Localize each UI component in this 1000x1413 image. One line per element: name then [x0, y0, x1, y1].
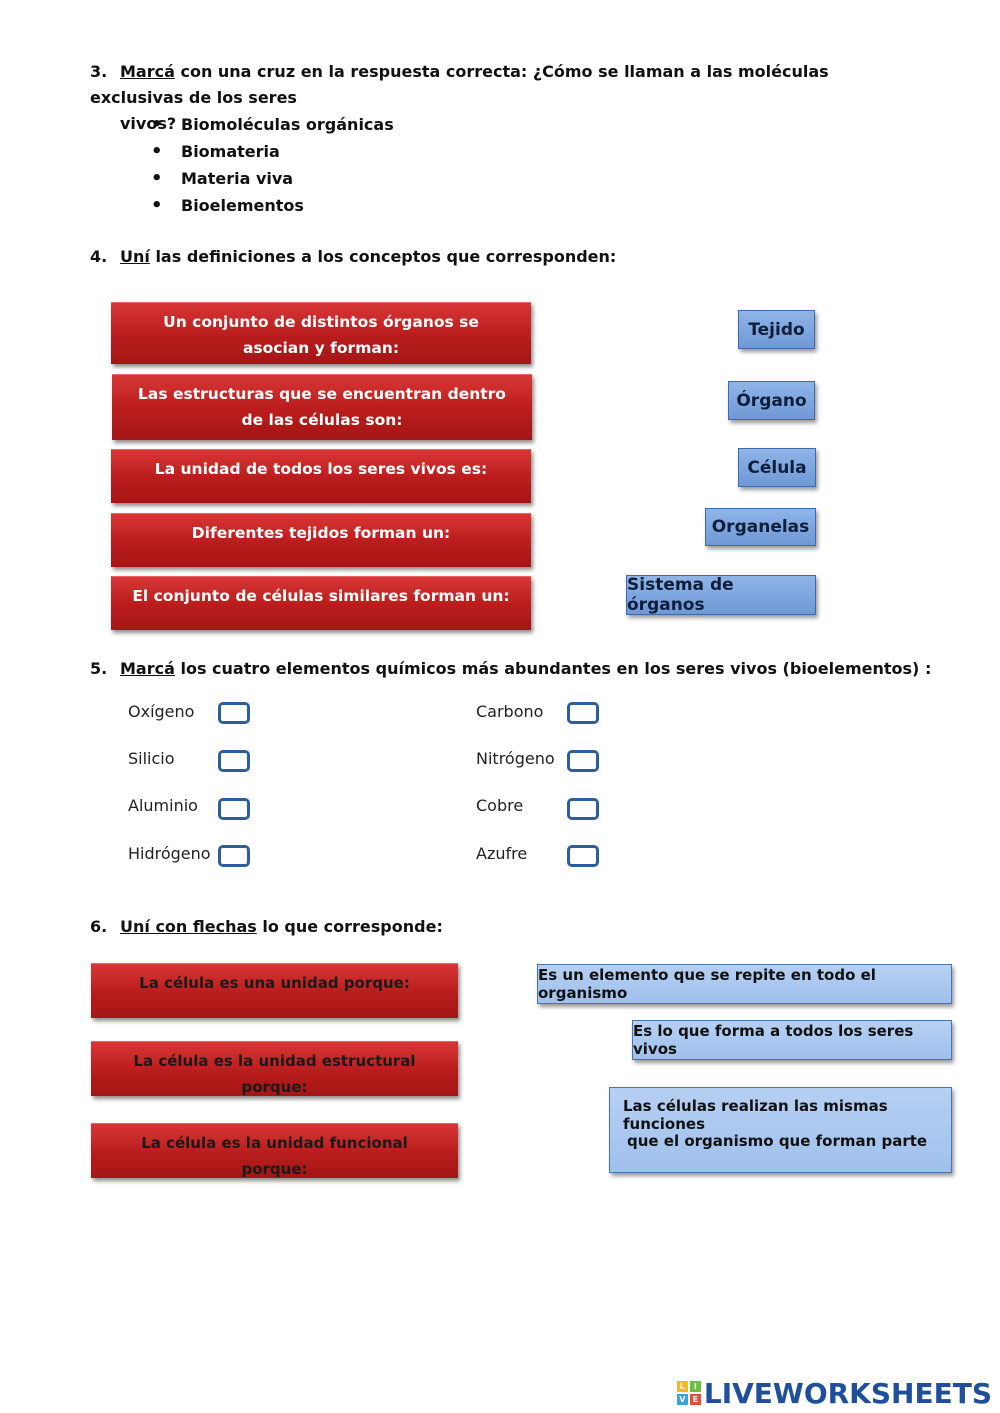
- question-verb: Uní: [120, 247, 150, 266]
- q5-checkbox-carbono[interactable]: [567, 702, 599, 724]
- q6-statement-2[interactable]: La célula es la unidad estructural porqu…: [91, 1041, 458, 1096]
- q3-option[interactable]: Materia viva: [151, 165, 394, 192]
- q5-label-silicio: Silicio: [128, 749, 175, 768]
- q6-answer-1[interactable]: Es un elemento que se repite en todo el …: [537, 964, 952, 1004]
- question-4: 4. Uní las definiciones a los conceptos q…: [90, 244, 616, 270]
- q5-checkbox-azufre[interactable]: [567, 845, 599, 867]
- q3-option[interactable]: Biomateria: [151, 138, 394, 165]
- q4-concept-celula[interactable]: Célula: [738, 448, 816, 487]
- q5-label-carbono: Carbono: [476, 702, 544, 721]
- q5-checkbox-hidrogeno[interactable]: [218, 845, 250, 867]
- question-number: 5.: [90, 659, 108, 678]
- q4-concept-organelas[interactable]: Organelas: [705, 508, 816, 546]
- question-3-line1: 3. Marcá con una cruz en la respuesta cor…: [90, 59, 920, 111]
- question-verb: Uní con flechas: [120, 917, 257, 936]
- q6-statement-3[interactable]: La célula es la unidad funcional porque:: [91, 1123, 458, 1178]
- question-text: los cuatro elementos químicos más abunda…: [174, 659, 932, 678]
- q5-label-hidrogeno: Hidrógeno: [128, 844, 211, 863]
- liveworksheets-logo: L I V E LIVEWORKSHEETS: [676, 1376, 992, 1410]
- q5-checkbox-cobre[interactable]: [567, 798, 599, 820]
- q4-definition-1[interactable]: Un conjunto de distintos órganos se asoc…: [111, 302, 531, 364]
- q5-label-azufre: Azufre: [476, 844, 528, 863]
- logo-letter: I: [689, 1381, 701, 1392]
- q6-answer-3[interactable]: Las células realizan las mismas funcione…: [609, 1087, 952, 1173]
- q4-definition-4[interactable]: Diferentes tejidos forman un:: [111, 513, 531, 567]
- question-text: con una cruz en la respuesta correcta: ¿…: [90, 62, 829, 107]
- q4-definition-2[interactable]: Las estructuras que se encuentran dentro…: [112, 374, 532, 440]
- logo-letter: L: [676, 1381, 688, 1392]
- q5-checkbox-silicio[interactable]: [218, 750, 250, 772]
- question-verb: Marcá: [120, 62, 175, 81]
- q5-label-aluminio: Aluminio: [128, 796, 198, 815]
- question-verb: Marcá: [120, 659, 175, 678]
- q5-checkbox-aluminio[interactable]: [218, 798, 250, 820]
- question-6: 6. Uní con flechas lo que corresponde:: [90, 914, 443, 940]
- q6-answer-3-line2: que el organismo que forman parte: [627, 1132, 928, 1150]
- question-5: 5. Marcá los cuatro elementos químicos má…: [90, 656, 931, 682]
- question-text: las definiciones a los conceptos que cor…: [149, 247, 617, 266]
- logo-grid-icon: L I V E: [676, 1381, 701, 1405]
- q5-label-cobre: Cobre: [476, 796, 524, 815]
- logo-letter: V: [676, 1394, 688, 1405]
- q3-option[interactable]: Bioelementos: [151, 192, 394, 219]
- q5-checkbox-nitrogeno[interactable]: [567, 750, 599, 772]
- q4-concept-organo[interactable]: Órgano: [728, 381, 815, 420]
- question-text: lo que corresponde:: [256, 917, 443, 936]
- q3-options-list: Biomoléculas orgánicas Biomateria Materi…: [151, 111, 394, 219]
- q6-answer-3-line1: Las células realizan las mismas funcione…: [623, 1097, 888, 1133]
- question-number: 4.: [90, 247, 108, 266]
- logo-letter: E: [689, 1394, 701, 1405]
- q5-label-nitrogeno: Nitrógeno: [476, 749, 555, 768]
- question-3: 3. Marcá con una cruz en la respuesta cor…: [90, 59, 920, 137]
- q6-answer-2[interactable]: Es lo que forma a todos los seres vivos: [632, 1020, 952, 1060]
- q5-checkbox-oxigeno[interactable]: [218, 702, 250, 724]
- q3-option[interactable]: Biomoléculas orgánicas: [151, 111, 394, 138]
- q4-definition-5[interactable]: El conjunto de células similares forman …: [111, 576, 531, 630]
- question-number: 6.: [90, 917, 108, 936]
- q6-statement-1[interactable]: La célula es una unidad porque:: [91, 963, 458, 1018]
- q5-label-oxigeno: Oxígeno: [128, 702, 195, 721]
- q4-definition-3[interactable]: La unidad de todos los seres vivos es:: [111, 449, 531, 503]
- q4-concept-sistema[interactable]: Sistema de órganos: [626, 575, 816, 615]
- q4-concept-tejido[interactable]: Tejido: [738, 310, 815, 349]
- logo-text: LIVEWORKSHEETS: [703, 1376, 992, 1410]
- question-number: 3.: [90, 62, 108, 81]
